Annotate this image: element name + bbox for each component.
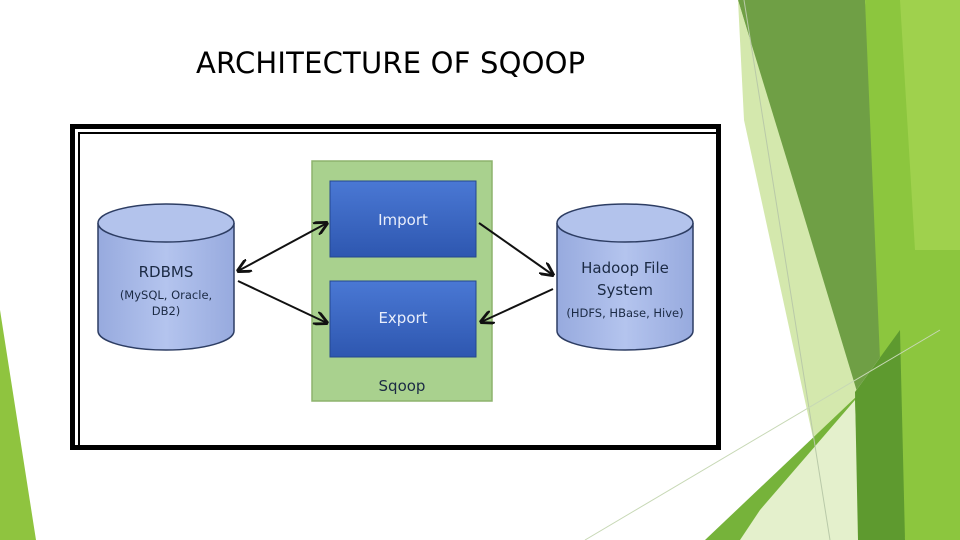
sqoop-label: Sqoop bbox=[379, 377, 426, 395]
import-label: Import bbox=[378, 211, 428, 229]
rdbms-label: RDBMS bbox=[139, 263, 194, 281]
sqoop-container: Import Export Sqoop bbox=[311, 160, 493, 402]
left-green-bar bbox=[0, 310, 36, 540]
hadoop-cylinder: Hadoop File System (HDFS, HBase, Hive) bbox=[556, 203, 694, 351]
right-facet-light bbox=[738, 0, 858, 470]
rdbms-detail-1: (MySQL, Oracle, bbox=[120, 288, 212, 302]
export-box bbox=[329, 280, 477, 358]
hadoop-label-1: Hadoop File bbox=[581, 259, 669, 277]
bottom-facet-deep bbox=[855, 330, 905, 540]
diagram-frame: RDBMS (MySQL, Oracle, DB2) Import Export… bbox=[70, 124, 721, 450]
hadoop-detail: (HDFS, HBase, Hive) bbox=[566, 306, 683, 320]
arrow-rdbms-export bbox=[237, 280, 327, 323]
arrow-rdbms-import bbox=[238, 223, 327, 271]
bottom-facet-pale bbox=[740, 400, 860, 540]
accent-line bbox=[743, 0, 831, 540]
slide-title: ARCHITECTURE OF SQOOP bbox=[196, 46, 586, 80]
hadoop-label-2: System bbox=[597, 281, 653, 299]
import-box bbox=[329, 180, 477, 258]
arrow-hadoop-export bbox=[481, 288, 554, 322]
export-label: Export bbox=[378, 309, 427, 327]
rdbms-detail-2: DB2) bbox=[152, 304, 181, 318]
rdbms-cylinder: RDBMS (MySQL, Oracle, DB2) bbox=[97, 203, 235, 351]
architecture-diagram: RDBMS (MySQL, Oracle, DB2) Import Export… bbox=[97, 160, 694, 402]
accent-line-2 bbox=[584, 329, 941, 540]
right-facet-dark bbox=[738, 0, 900, 392]
arrow-import-hadoop bbox=[478, 222, 553, 275]
right-facet-bright bbox=[900, 0, 960, 250]
